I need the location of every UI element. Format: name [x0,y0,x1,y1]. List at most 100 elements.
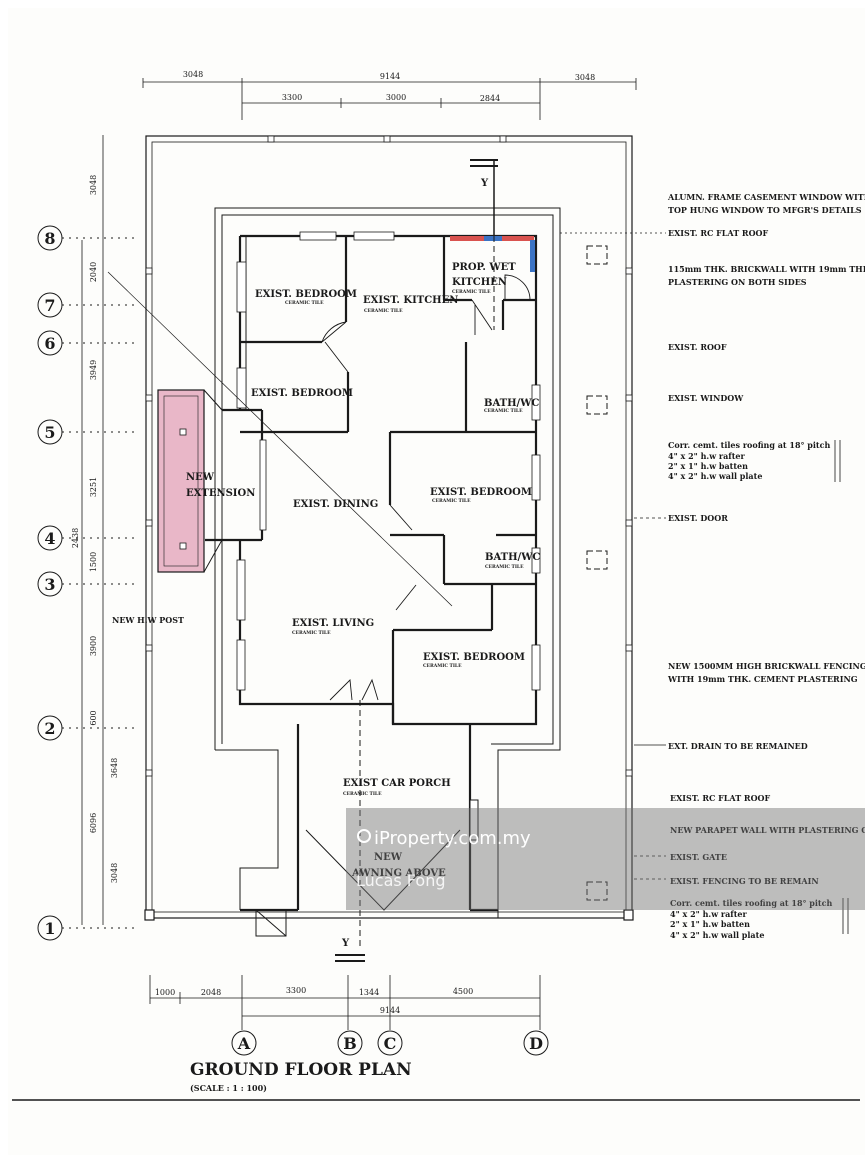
dim-top-a: 3300 [282,93,302,102]
dim-top-3: 3048 [575,73,595,82]
dim-left-1: 3048 [89,175,98,195]
hw-post-label: NEW H.W POST [112,615,184,625]
grid-col-a: A [237,1034,251,1053]
grid-col-d: D [529,1034,543,1053]
note-drain: EXT. DRAIN TO BE REMAINED [668,741,808,751]
left-dimension-text: 3048 2040 3949 3251 2438 1500 3900 600 3… [71,175,119,883]
tile-note: CERAMIC TILE [285,300,324,306]
room-wet-kitchen-2: KITCHEN [452,277,507,288]
bottom-dimension-text: 1000 2048 3300 1344 4500 9144 [155,986,473,1015]
tile-note: CERAMIC TILE [452,289,491,295]
column-markers [586,245,608,901]
grid-col-c: C [384,1034,397,1053]
tile-note: CERAMIC TILE [484,408,523,414]
awning-label-1: NEW [374,852,403,863]
room-bedroom-right-1: EXIST. BEDROOM [430,487,532,498]
dim-top-2: 9144 [380,72,400,81]
dim-bot-4: 1344 [359,988,379,997]
room-bath-1: BATH/WC [484,398,539,409]
plan-title: GROUND FLOOR PLAN [190,1060,412,1080]
room-dining: EXIST. DINING [293,499,378,510]
note-roofing-b1: Corr. cemt. tiles roofing at 18° pitch [670,898,832,908]
room-extension-1: NEW [186,472,215,483]
dim-left-2: 2040 [89,262,98,282]
dim-left-7: 3900 [89,636,98,656]
note-exist-roof: EXIST. ROOF [668,342,727,352]
grid-row-1: 1 [44,919,55,938]
dim-left-8: 600 [89,710,98,725]
wet-kitchen-window [450,236,535,272]
room-car-porch: EXIST CAR PORCH [343,778,451,789]
section-y-bottom: Y [341,938,350,949]
dim-left-6: 1500 [89,552,98,572]
note-fencing-1: NEW 1500MM HIGH BRICKWALL FENCING [668,661,865,671]
dim-bot-3: 3300 [286,986,306,995]
tile-note: CERAMIC TILE [432,498,471,504]
room-bedroom-mid: EXIST. BEDROOM [251,388,353,399]
dim-left-10: 6096 [89,813,98,833]
room-labels: EXIST. BEDROOM CERAMIC TILE EXIST. KITCH… [112,262,540,879]
grid-row-labels: 8 7 6 5 4 3 2 1 [44,229,55,938]
tile-note: CERAMIC TILE [364,308,403,314]
new-extension [157,389,223,573]
room-bedroom-right-2: EXIST. BEDROOM [423,652,525,663]
room-extension-2: EXTENSION [186,488,255,499]
dim-left-5: 2438 [71,528,80,548]
left-dimension-lines [81,135,104,925]
dim-left-9: 3648 [110,758,119,778]
door-swings [321,274,531,701]
note-rc-flat-roof: EXIST. RC FLAT ROOF [670,793,771,803]
note-leaders [560,232,849,934]
tile-note: CERAMIC TILE [485,564,524,570]
dim-top-c: 2844 [480,94,500,103]
note-brickwall-1: 115mm THK. BRICKWALL WITH 19mm THK. CEME… [668,264,865,274]
dim-left-4: 3251 [89,477,98,497]
dim-left-3: 3949 [89,360,98,380]
grid-row-7: 7 [44,296,55,315]
grid-row-2: 2 [44,719,55,738]
room-bath-2: BATH/WC [485,552,540,563]
tile-note: CERAMIC TILE [343,791,382,797]
grid-row-3: 3 [44,575,55,594]
note-roofing-1: Corr. cemt. tiles roofing at 18° pitch [668,440,830,450]
dim-bot-total: 9144 [380,1006,400,1015]
note-roofing-2: 4" x 2" h.w rafter [668,451,745,461]
note-exist-door: EXIST. DOOR [668,513,728,523]
top-dimension-lines [142,78,637,120]
dim-top-1: 3048 [183,70,203,79]
note-gate: EXIST. GATE [670,852,727,862]
dim-top-b: 3000 [386,93,406,102]
section-y-top: Y [480,178,489,189]
plan-scale: (SCALE : 1 : 100) [190,1083,267,1093]
note-roofing-4: 4" x 2" h.w wall plate [668,471,762,481]
note-fencing-2: WITH 19mm THK. CEMENT PLASTERING [667,674,858,684]
tile-note: CERAMIC TILE [423,663,462,669]
note-roofing-b4: 4" x 2" h.w wall plate [670,930,764,940]
grid-row-bubbles [37,225,135,941]
room-bedroom-top: EXIST. BEDROOM [255,289,357,300]
paper-background [8,8,865,1155]
section-line-y [335,159,498,962]
grid-row-8: 8 [44,229,55,248]
dim-bot-2: 2048 [201,988,221,997]
note-window-1: ALUMN. FRAME CASEMENT WINDOW WITH [667,192,865,202]
watermark-site: iProperty.com.my [374,828,531,849]
roof-outline [214,207,561,918]
top-dimension-text: 3048 9144 3048 3300 3000 2844 [183,70,595,103]
note-brickwall-2: PLASTERING ON BOTH SIDES [668,277,807,287]
windows [236,231,541,691]
porch-gate [255,799,479,937]
note-roofing-b2: 4" x 2" h.w rafter [670,909,747,919]
note-rc-roof: EXIST. RC FLAT ROOF [668,228,769,238]
watermark: iProperty.com.my Lucas Fong [346,808,865,910]
watermark-agent: Lucas Fong [356,871,446,890]
dim-bot-5: 4500 [453,987,473,996]
note-parapet: NEW PARAPET WALL WITH PLASTERING ON BOTH… [670,825,865,835]
tile-note: CERAMIC TILE [292,630,331,636]
bottom-dimension-lines [149,975,541,1030]
grid-row-4: 4 [44,529,55,548]
grid-col-bubbles [231,1030,549,1056]
room-kitchen: EXIST. KITCHEN [363,295,458,306]
right-notes: ALUMN. FRAME CASEMENT WINDOW WITH TOP HU… [667,192,865,940]
